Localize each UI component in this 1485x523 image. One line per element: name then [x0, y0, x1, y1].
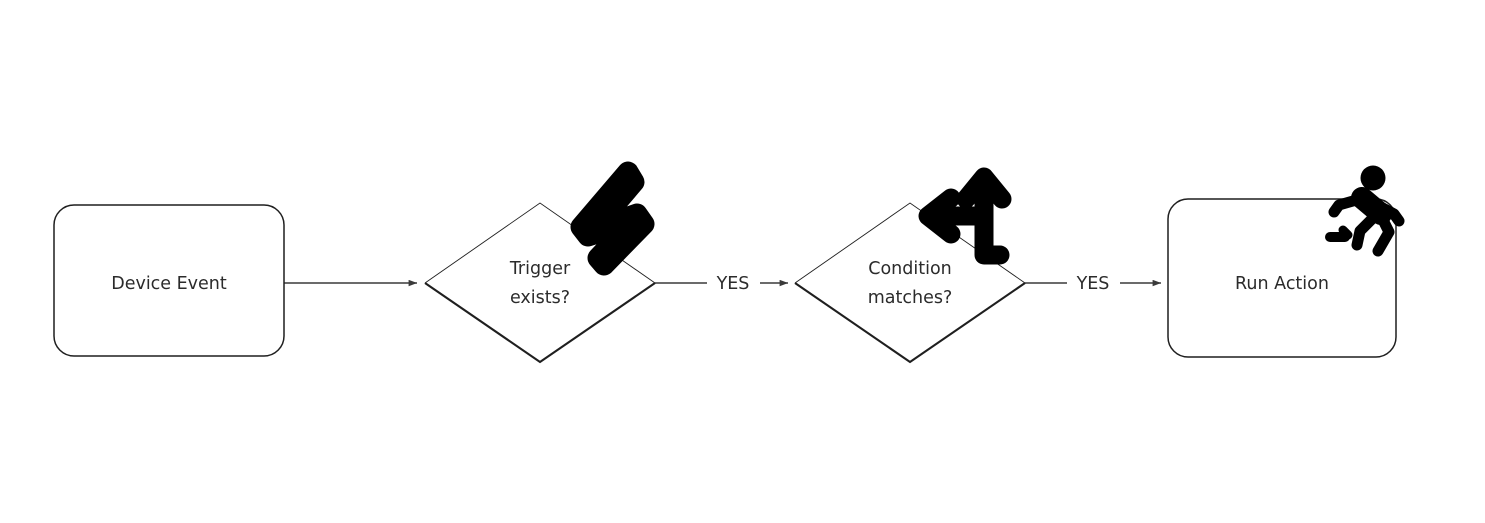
edge-label-yes-1: YES	[716, 274, 750, 294]
node-condition-matches[interactable]: Condition matches?	[794, 202, 1026, 364]
runner-motion-foot-tip	[1338, 225, 1353, 240]
device-event-label: Device Event	[111, 274, 227, 294]
branch-stem-up	[974, 172, 1010, 265]
runner-leg-back	[1351, 212, 1379, 251]
trigger-diamond-bottom-edges[interactable]	[424, 282, 656, 364]
device-event-box[interactable]	[53, 204, 285, 357]
edge-trigger-to-condition: YES	[655, 274, 789, 294]
condition-diamond-bottom-edges[interactable]	[794, 282, 1026, 364]
trigger-label-line2: exists?	[510, 288, 570, 308]
branch-arrow-icon	[918, 167, 1012, 265]
condition-label-line1: Condition	[868, 259, 952, 279]
runner-arm-back	[1328, 193, 1366, 218]
edge-condition-to-run-action: YES	[1025, 274, 1162, 294]
branch-arrowhead-left	[918, 188, 961, 244]
runner-arm-front	[1373, 200, 1405, 227]
trigger-label-line1: Trigger	[509, 259, 571, 279]
lightning-bolt-path	[570, 161, 655, 276]
running-person-icon	[1325, 165, 1405, 257]
condition-label-line2: matches?	[868, 288, 953, 308]
edge-label-yes-2: YES	[1076, 274, 1110, 294]
lightning-bolt-icon	[570, 161, 655, 276]
runner-leg-front	[1372, 210, 1395, 257]
runner-head	[1360, 165, 1386, 191]
run-action-label: Run Action	[1235, 274, 1329, 294]
node-device-event[interactable]: Device Event	[53, 204, 285, 357]
branch-arrowhead-up	[956, 167, 1012, 209]
